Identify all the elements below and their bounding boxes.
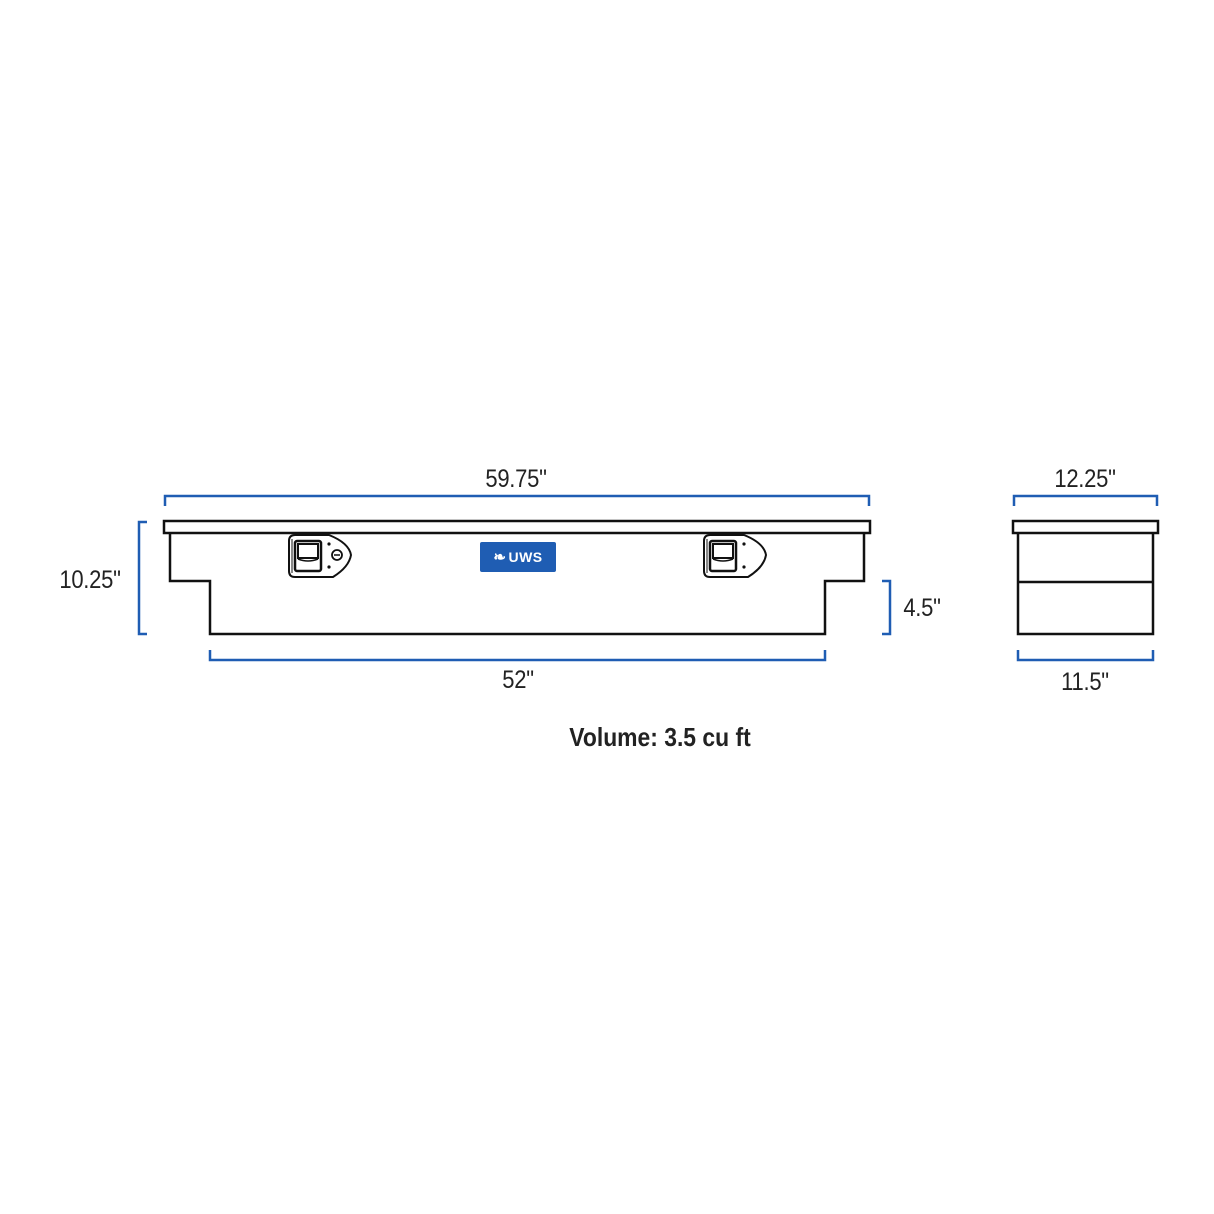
- bottom-width-bracket: [1016, 650, 1155, 662]
- overall-length-label: 59.75": [485, 465, 547, 493]
- volume-label: Volume: 3.5 cu ft: [569, 722, 751, 752]
- left-latch-icon: [288, 534, 353, 578]
- badge-text: UWS: [508, 549, 543, 565]
- overall-length-bracket: [163, 494, 871, 506]
- step-height-bracket: [882, 579, 892, 636]
- side-body-outline: [1016, 533, 1155, 636]
- side-view: [1011, 494, 1160, 662]
- bottom-length-label: 52": [502, 666, 534, 694]
- side-lid-outline: [1011, 519, 1160, 535]
- uws-logo-badge: ❧ UWS: [480, 542, 556, 572]
- top-width-bracket: [1012, 494, 1159, 506]
- overall-height-bracket: [137, 520, 147, 636]
- top-width-label: 12.25": [1054, 465, 1116, 493]
- body-outline: [168, 533, 866, 636]
- lid-outline: [162, 519, 872, 535]
- right-latch-icon: [703, 534, 768, 578]
- marlin-fish-icon: ❧: [493, 549, 507, 566]
- front-view: [137, 494, 892, 662]
- step-height-label: 4.5": [903, 594, 941, 622]
- bottom-width-label: 11.5": [1061, 668, 1109, 696]
- bottom-length-bracket: [208, 650, 827, 662]
- overall-height-label: 10.25": [59, 566, 121, 594]
